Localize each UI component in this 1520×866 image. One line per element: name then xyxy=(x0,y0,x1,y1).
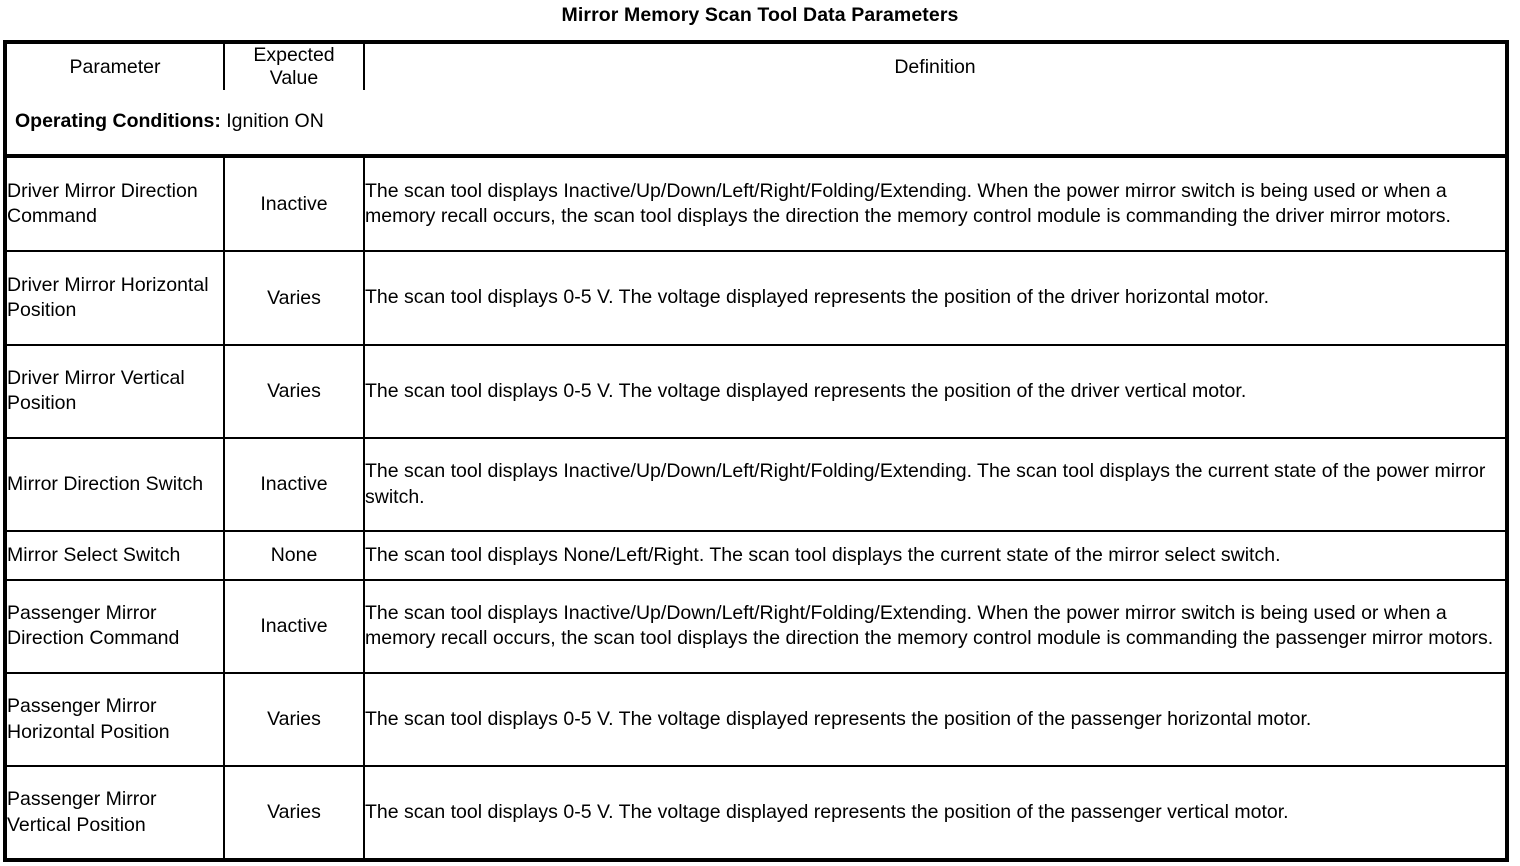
cell-parameter: Passenger Mirror Vertical Position xyxy=(7,765,225,858)
cell-expected-value: Inactive xyxy=(223,436,365,533)
column-header-expected-value-line2: Value xyxy=(269,67,319,89)
cell-definition: The scan tool displays Inactive/Up/Down/… xyxy=(363,436,1505,533)
parameters-table-container: Parameter Expected Value Definition Oper… xyxy=(3,40,1509,862)
cell-expected-value: None xyxy=(223,530,365,581)
cell-parameter: Mirror Direction Switch xyxy=(7,436,225,533)
table-header-row: Parameter Expected Value Definition xyxy=(7,44,1505,90)
operating-conditions-cell: Operating Conditions: Ignition ON xyxy=(7,90,1505,159)
column-header-expected-value-line1: Expected xyxy=(253,44,335,66)
table-header: Parameter Expected Value Definition xyxy=(7,44,1505,90)
column-header-expected-value: Expected Value xyxy=(223,44,365,90)
cell-definition: The scan tool displays Inactive/Up/Down/… xyxy=(363,155,1505,253)
cell-parameter: Mirror Select Switch xyxy=(7,530,225,581)
cell-definition: The scan tool displays 0-5 V. The voltag… xyxy=(363,250,1505,346)
cell-expected-value: Varies xyxy=(223,672,365,768)
column-header-parameter: Parameter xyxy=(7,44,225,90)
cell-expected-value: Varies xyxy=(223,765,365,858)
cell-definition: The scan tool displays 0-5 V. The voltag… xyxy=(363,672,1505,768)
cell-parameter: Driver Mirror Direction Command xyxy=(7,155,225,253)
cell-parameter: Driver Mirror Vertical Position xyxy=(7,343,225,440)
operating-conditions-value: Ignition ON xyxy=(226,110,324,133)
cell-expected-value: Varies xyxy=(223,343,365,440)
table-body: Operating Conditions: Ignition ON Driver… xyxy=(7,90,1505,858)
cell-definition: The scan tool displays 0-5 V. The voltag… xyxy=(363,343,1505,440)
cell-parameter: Passenger Mirror Horizontal Position xyxy=(7,672,225,768)
parameters-table: Parameter Expected Value Definition Oper… xyxy=(7,44,1505,858)
cell-definition: The scan tool displays Inactive/Up/Down/… xyxy=(363,578,1505,675)
cell-definition: The scan tool displays None/Left/Right. … xyxy=(363,530,1505,581)
cell-expected-value: Inactive xyxy=(223,155,365,253)
cell-expected-value: Varies xyxy=(223,250,365,346)
cell-definition: The scan tool displays 0-5 V. The voltag… xyxy=(363,765,1505,858)
operating-conditions-row: Operating Conditions: Ignition ON xyxy=(7,90,1505,159)
cell-parameter: Driver Mirror Horizontal Position xyxy=(7,250,225,346)
operating-conditions-label: Operating Conditions: xyxy=(15,110,221,133)
cell-parameter: Passenger Mirror Direction Command xyxy=(7,578,225,675)
column-header-definition: Definition xyxy=(363,44,1505,90)
page-title: Mirror Memory Scan Tool Data Parameters xyxy=(561,4,959,26)
cell-expected-value: Inactive xyxy=(223,578,365,675)
